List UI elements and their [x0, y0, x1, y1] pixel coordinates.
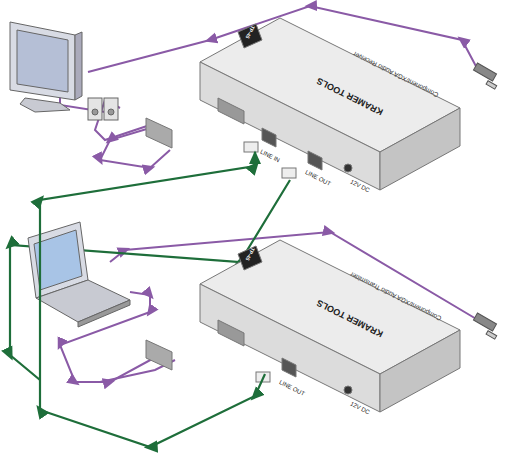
line-cable [40, 152, 265, 447]
transmitter-housing [146, 240, 460, 412]
speakers-icon [88, 98, 118, 120]
monitor-icon [10, 22, 82, 112]
device-title: Component/XGA Audio Transmitter [349, 270, 442, 321]
port-label: LINE OUT [278, 379, 305, 397]
brand-name: KRAMER TOOLS [315, 76, 384, 117]
port-label: LINE IN [259, 149, 280, 164]
model-name: TP-45 [245, 247, 256, 261]
audio-plug [473, 63, 496, 339]
model-name: TP-45 [245, 25, 256, 39]
device-title: Component/XGA Audio Receiver [352, 50, 439, 98]
laptop-icon [28, 222, 130, 327]
brand-name: KRAMER TOOLS [315, 298, 384, 339]
transmitter-device: TP-45KRAMER TOOLSComponent/XGA Audio Tra… [200, 240, 460, 374]
receiver-housing [146, 18, 460, 190]
port-label: LINE OUT [304, 169, 331, 187]
receiver-device: TP-45KRAMER TOOLSComponent/XGA Audio Rec… [200, 18, 460, 152]
